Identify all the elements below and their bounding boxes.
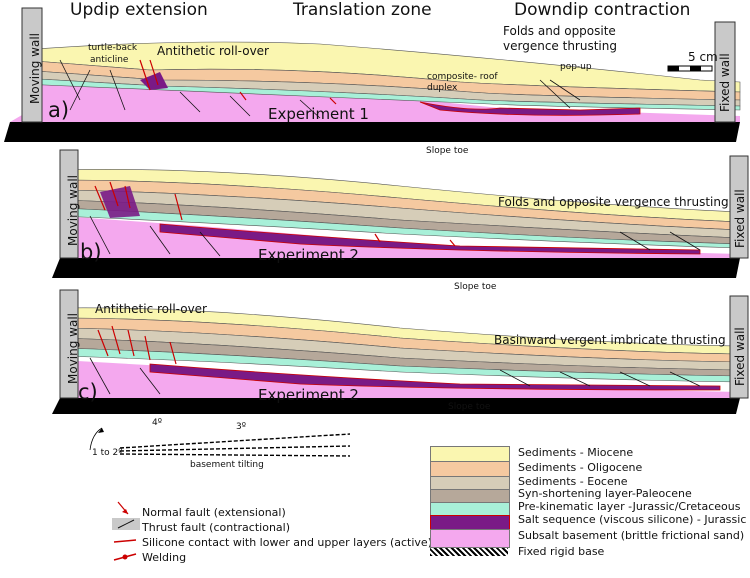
welding-label: Welding [142, 551, 187, 564]
legend-swatch-prekinematic [430, 502, 510, 516]
legend-swatch-paleocene [430, 489, 510, 503]
angle-4: 4º [152, 418, 162, 428]
panel-b-experiment: Experiment 2 [258, 246, 359, 264]
panel-b-cross-section [52, 149, 749, 278]
pop-up-label: pop-up [560, 62, 592, 72]
header-updip-extension: Updip extension [70, 0, 208, 20]
fixed-wall-label-c: Fixed wall [733, 327, 747, 386]
moving-wall-label-b: Moving wall [66, 174, 80, 246]
anticline-label: anticline [90, 55, 129, 65]
scale-label: 5 cm [688, 50, 718, 64]
header-translation-zone: Translation zone [293, 0, 432, 20]
legend-swatch-salt [430, 515, 510, 530]
welding-icon [113, 553, 137, 561]
legend-label-basement: Subsalt basement (brittle frictional san… [518, 529, 745, 542]
legend-swatch-eocene [430, 476, 510, 490]
moving-wall-label-c: Moving wall [66, 312, 80, 384]
tilting-lines [89, 427, 351, 457]
turtle-back-label: turtle-back [88, 43, 138, 53]
slope-toe-a: Slope toe [426, 146, 469, 156]
panel-c-imbricate: Basinward vergent imbricate thrusting [494, 333, 726, 347]
roll-over-label: Antithetic roll-over [157, 44, 269, 58]
fixed-wall-label-b: Fixed wall [733, 189, 747, 248]
silicone-contact-label: Silicone contact with lower and upper la… [142, 536, 432, 549]
slope-toe-b: Slope toe [454, 282, 497, 292]
legend-swatch-basement [430, 529, 510, 548]
tilting-label: basement tilting [190, 460, 264, 470]
legend-label-fixed-base: Fixed rigid base [518, 545, 605, 558]
panel-c: Moving wall Fixed wall c) Antithetic rol… [0, 286, 750, 416]
panel-c-cross-section [52, 289, 749, 414]
legend-swatch-miocene [430, 446, 510, 462]
legend-label-paleocene: Syn-shortening layer-Paleocene [518, 487, 692, 500]
thrust-fault-label: Thrust fault (contractional) [142, 521, 291, 534]
header-downdip-contraction: Downdip contraction [514, 0, 691, 20]
legend-swatch-oligocene [430, 461, 510, 477]
legend-label-eocene: Sediments - Eocene [518, 475, 628, 488]
panel-a: Moving wall Fixed wall a) Experiment 1 t… [0, 0, 750, 156]
panel-c-experiment: Experiment 2 [258, 386, 359, 404]
normal-fault-label: Normal fault (extensional) [142, 506, 286, 519]
angle-3: 3º [236, 422, 246, 432]
panel-a-experiment: Experiment 1 [268, 105, 369, 123]
panel-a-letter: a) [48, 98, 70, 122]
panel-b-fold-title: Folds and opposite vergence thrusting [498, 195, 729, 209]
fixed-wall-label: Fixed wall [718, 53, 732, 112]
panel-a-cross-section [4, 7, 741, 142]
legend-label-miocene: Sediments - Miocene [518, 446, 634, 459]
legend-label-salt: Salt sequence (viscous silicone) - Juras… [518, 513, 747, 526]
angle-1-2: 1 to 2º [92, 448, 123, 458]
composite-roof-label: composite- roof [427, 72, 498, 82]
fold-title-line2: vergence thrusting [503, 39, 617, 53]
moving-wall-label: Moving wall [28, 32, 42, 104]
fold-title-line1: Folds and opposite [503, 24, 616, 38]
slope-toe-c: Slope toe [448, 402, 491, 412]
panel-c-roll-over: Antithetic roll-over [95, 302, 207, 316]
panel-c-letter: c) [78, 380, 98, 404]
thrust-fault-icon [112, 518, 140, 530]
duplex-label: duplex [427, 83, 458, 93]
legend-label-oligocene: Sediments - Oligocene [518, 461, 643, 474]
legend-label-prekinematic: Pre-kinematic layer -Jurassic/Cretaceous [518, 500, 741, 513]
panel-b: Moving wall Fixed wall b) Experiment 2 F… [0, 146, 750, 292]
symbol-icons [112, 501, 140, 561]
scale-bar [667, 65, 713, 72]
legend-swatch-fixed-base [430, 548, 508, 556]
panel-b-letter: b) [80, 240, 102, 264]
silicone-contact-icon [113, 539, 137, 543]
normal-fault-icon [117, 501, 129, 515]
